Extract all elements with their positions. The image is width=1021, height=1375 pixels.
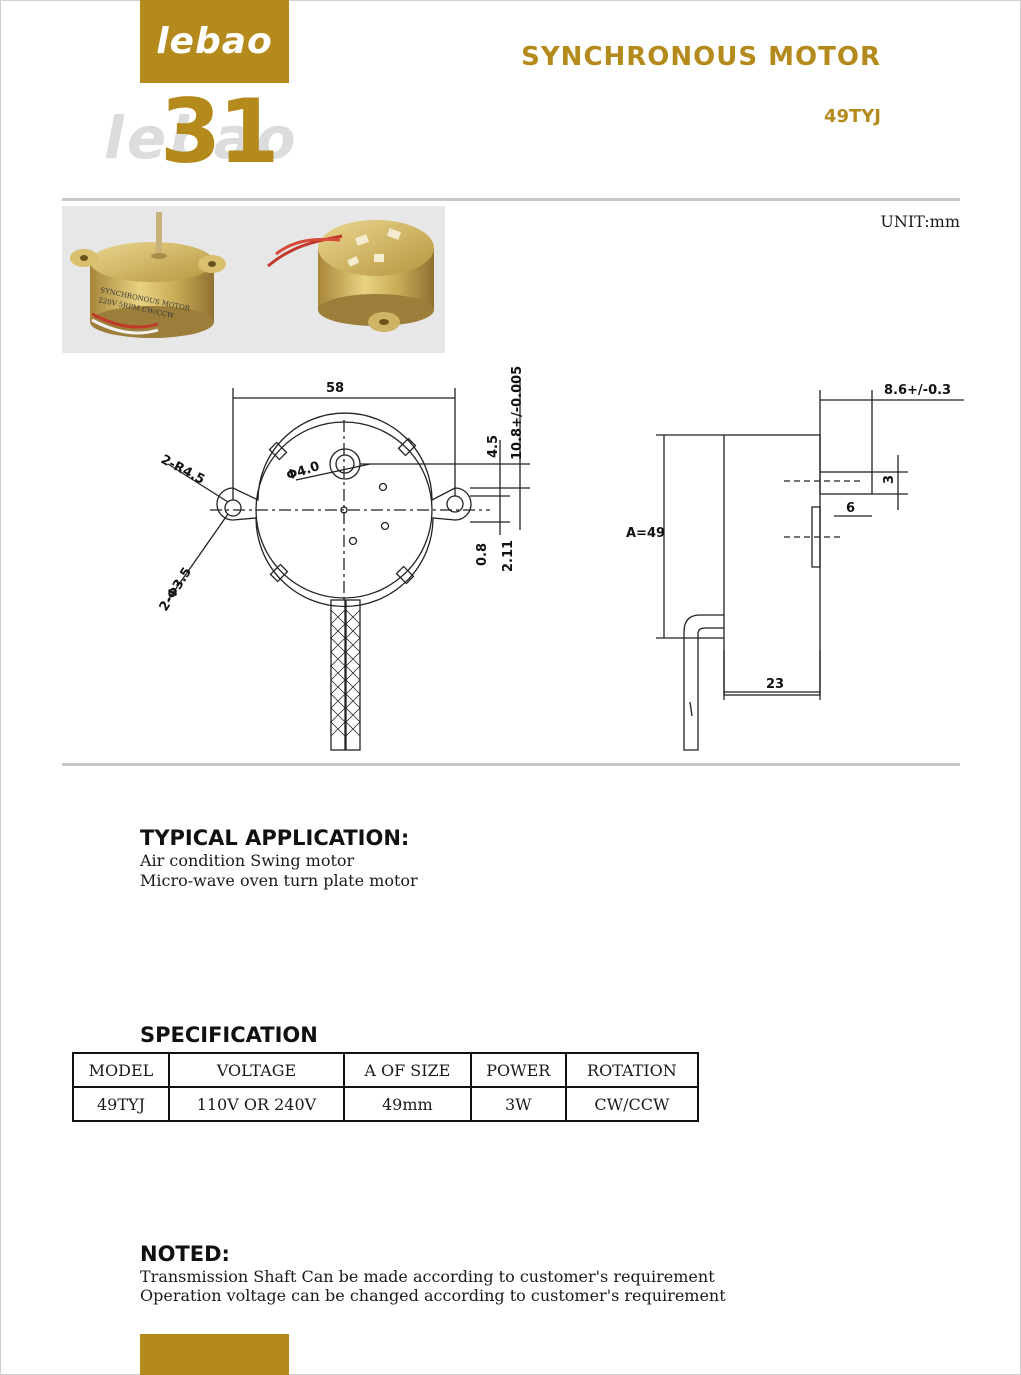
header-divider [62,198,960,201]
model-code: 49TYJ [823,106,881,127]
footer-brand-block [140,1334,289,1375]
specification-heading: SPECIFICATION [140,1023,318,1047]
col-power: POWER [469,1052,567,1088]
application-line-2: Micro-wave oven turn plate motor [140,871,418,890]
page-title: SYNCHRONOUS MOTOR [521,42,881,72]
dim-hole-radius: 2-R4.5 [158,452,207,488]
dim-diameter: A=49 [626,526,665,541]
cell-rotation: CW/CCW [564,1086,700,1122]
noted-heading: NOTED: [140,1242,230,1266]
col-size: A OF SIZE [342,1052,472,1088]
brand-watermark: lebao [104,104,299,172]
col-voltage: VOLTAGE [167,1052,345,1088]
product-photo: SYNCHRONOUS MOTOR 220V 5RPM CW/CCW [62,206,445,353]
brand-logo-block: lebao [140,0,289,83]
cell-power: 3W [469,1086,567,1122]
dim-4-5: 4.5 [486,435,501,458]
dim-width: 58 [326,381,344,396]
table-header-row: MODEL VOLTAGE A OF SIZE POWER ROTATION [72,1052,700,1088]
dim-hole-diameter: 2-Φ3.5 [157,565,195,614]
col-rotation: ROTATION [564,1052,700,1088]
product-photo-illustration: SYNCHRONOUS MOTOR 220V 5RPM CW/CCW [70,212,434,338]
cell-model: 49TYJ [72,1086,170,1122]
dim-depth: 23 [766,677,784,692]
typical-application-heading: TYPICAL APPLICATION: [140,826,410,850]
specification-table: MODEL VOLTAGE A OF SIZE POWER ROTATION 4… [72,1052,700,1122]
page-number: 31 [160,80,279,183]
cell-size: 49mm [342,1086,472,1122]
col-model: MODEL [72,1052,170,1088]
dim-2-11: 2.11 [501,540,516,572]
dim-flat-length: 6 [846,501,855,516]
dim-0-8: 0.8 [475,543,490,566]
cell-voltage: 110V OR 240V [167,1086,345,1122]
drawing-divider [62,763,960,766]
dim-shaft-flat: 3 [882,475,897,484]
noted-line-1: Transmission Shaft Can be made according… [140,1267,715,1286]
dim-shaft-length: 8.6+/-0.3 [884,383,951,398]
table-row: 49TYJ 110V OR 240V 49mm 3W CW/CCW [72,1086,700,1122]
unit-label: UNIT:mm [880,212,960,231]
noted-line-2: Operation voltage can be changed accordi… [140,1286,726,1305]
dim-10-8: 10.8+/-0.005 [510,366,525,460]
technical-drawing: 58 2-R4.5 2-Φ3.5 Φ4.0 4.5 10.8+/-0.005 0… [157,366,964,751]
brand-logo: lebao [156,21,273,62]
application-line-1: Air condition Swing motor [140,851,355,870]
